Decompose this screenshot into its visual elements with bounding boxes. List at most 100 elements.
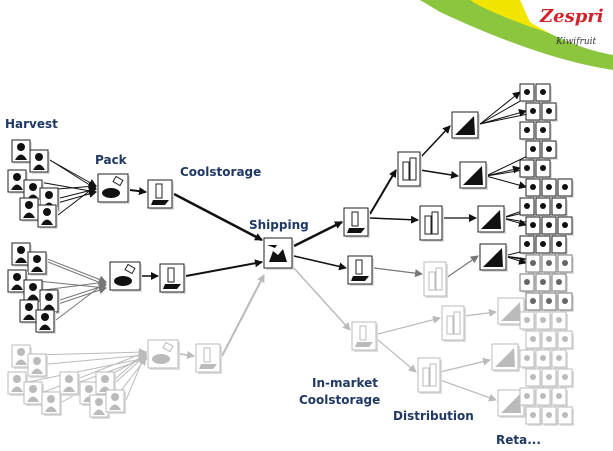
flow-arrow xyxy=(55,281,107,321)
flow-arrow xyxy=(439,357,491,373)
flow-arrow xyxy=(293,255,347,271)
retail-outlet-icon xyxy=(525,292,542,312)
label-shipping: Shipping xyxy=(249,218,309,232)
retail-outlet-icon xyxy=(557,368,574,388)
retail-outlet-icon xyxy=(519,235,536,255)
retail-outlet-icon xyxy=(541,368,558,388)
retail-outlet-icon xyxy=(535,197,552,217)
coolstorage-icon xyxy=(159,263,186,294)
logo-name: Zespri xyxy=(539,6,604,27)
zespri-logo: Zespri Kiwifruit xyxy=(420,0,613,70)
retail-outlet-icon xyxy=(557,330,574,350)
harvest-worker-icon xyxy=(41,391,62,416)
retail-outlet-icon xyxy=(525,330,542,350)
flow-arrow xyxy=(439,379,497,402)
harvest-worker-icon xyxy=(59,371,80,396)
flow-arrow xyxy=(47,261,107,287)
pack-icon xyxy=(109,261,142,292)
flow-arrow xyxy=(369,169,397,215)
flow-arrow xyxy=(57,185,97,216)
harvest-worker-icon xyxy=(11,139,32,164)
retail-outlet-icon xyxy=(557,292,574,312)
label-coolstorage: Coolstorage xyxy=(180,165,261,179)
retail-outlet-icon xyxy=(551,349,568,369)
retail-stack-icon xyxy=(491,343,520,372)
retail-outlet-icon xyxy=(557,178,574,198)
flow-arrow xyxy=(47,351,147,365)
retail-outlet-icon xyxy=(541,178,558,198)
flow-arrow xyxy=(369,215,419,224)
retail-outlet-icon xyxy=(551,197,568,217)
retail-outlet-icon xyxy=(535,349,552,369)
logo-tagline: Kiwifruit xyxy=(555,37,596,47)
harvest-worker-icon xyxy=(27,353,48,378)
inmarket-coolstorage-icon xyxy=(347,255,374,286)
retail-outlet-icon xyxy=(519,121,536,141)
retail-outlet-icon xyxy=(541,254,558,274)
harvest-worker-icon xyxy=(27,251,48,276)
retail-outlet-icon xyxy=(535,387,552,407)
retail-outlet-icon xyxy=(519,159,536,179)
retail-outlet-icon xyxy=(557,406,574,426)
flow-arrow xyxy=(479,109,527,125)
retail-outlet-icon xyxy=(541,330,558,350)
flow-arrow xyxy=(377,315,441,335)
label-distribution: Distribution xyxy=(393,409,474,423)
flow-arrow xyxy=(221,274,265,357)
retail-outlet-icon xyxy=(535,121,552,141)
flow-arrow xyxy=(445,255,479,279)
retail-outlet-icon xyxy=(525,178,542,198)
harvest-worker-icon xyxy=(105,389,126,414)
label-harvest: Harvest xyxy=(5,117,58,131)
label-pack: Pack xyxy=(95,153,128,167)
label-inmarket-2: Coolstorage xyxy=(299,393,380,407)
pack-icon xyxy=(97,173,130,204)
flow-arrow xyxy=(463,308,497,317)
retail-outlet-icon xyxy=(525,140,542,160)
harvest-worker-icon xyxy=(35,309,56,334)
retail-outlet-icon xyxy=(519,387,536,407)
retail-stack-icon xyxy=(451,111,480,140)
distribution-icon xyxy=(419,205,444,242)
retail-outlet-icon xyxy=(519,349,536,369)
flow-arrow xyxy=(291,265,351,331)
retail-outlet-icon xyxy=(535,311,552,331)
label-retail: Reta... xyxy=(496,433,541,447)
inmarket-coolstorage-icon xyxy=(351,321,378,352)
flow-arrow xyxy=(179,351,195,359)
retail-outlet-icon xyxy=(557,216,574,236)
retail-outlet-icon xyxy=(525,254,542,274)
coolstorage-icon xyxy=(195,343,222,374)
retail-outlet-icon xyxy=(519,311,536,331)
retail-outlet-icon xyxy=(551,311,568,331)
distribution-icon xyxy=(397,151,422,188)
retail-outlet-icon xyxy=(535,83,552,103)
flow-arrow xyxy=(125,351,147,401)
harvest-worker-icon xyxy=(23,381,44,406)
flow-arrow xyxy=(479,91,521,125)
distribution-icon xyxy=(417,357,442,394)
retail-outlet-icon xyxy=(541,292,558,312)
flow-arrow xyxy=(49,159,97,190)
retail-outlet-icon xyxy=(541,102,558,122)
shipping-icon xyxy=(263,237,294,270)
harvest-worker-icon xyxy=(95,371,116,396)
retail-outlet-icon xyxy=(535,235,552,255)
retail-outlet-icon xyxy=(525,406,542,426)
flow-arrow xyxy=(185,259,263,277)
retail-stack-icon xyxy=(479,243,508,272)
retail-outlet-icon xyxy=(557,254,574,274)
coolstorage-icon xyxy=(147,179,174,210)
retail-outlet-icon xyxy=(541,140,558,160)
label-inmarket-1: In-market xyxy=(312,376,378,390)
retail-stack-icon xyxy=(477,205,506,234)
flow-arrow xyxy=(293,220,343,248)
retail-outlet-icon xyxy=(541,406,558,426)
retail-outlet-icon xyxy=(551,273,568,293)
flow-arrow xyxy=(373,267,423,278)
flow-arrow xyxy=(419,125,451,159)
retail-outlet-icon xyxy=(519,83,536,103)
flow-arrow xyxy=(485,175,527,190)
harvest-worker-icon xyxy=(29,149,50,174)
